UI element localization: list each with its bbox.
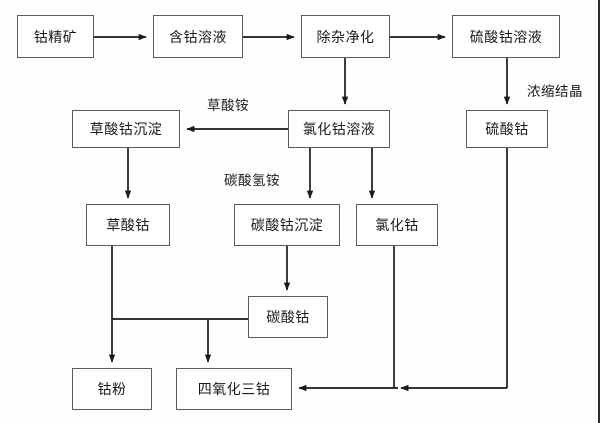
node-label: 氯化钴 — [375, 217, 419, 233]
node-label: 含钴溶液 — [169, 28, 227, 45]
node-label: 钴精矿 — [33, 28, 78, 45]
edge-label-concentration-crystallization: 浓缩结晶 — [527, 84, 583, 99]
node-label: 碳酸钴 — [266, 309, 310, 325]
node-cobalt-sulfate-solution[interactable]: 硫酸钴溶液 — [452, 15, 560, 58]
node-label: 草酸钴 — [106, 217, 150, 233]
node-cobalt-oxalate[interactable]: 草酸钴 — [86, 204, 170, 246]
node-cobalt-chloride-solution[interactable]: 氯化钴溶液 — [288, 110, 390, 148]
node-cobalt-sulfate[interactable]: 硫酸钴 — [466, 110, 548, 148]
edge-label-ammonium-bicarbonate: 碳酸氢铵 — [224, 173, 280, 188]
node-impurity-removal-purification[interactable]: 除杂净化 — [301, 15, 390, 58]
node-tricobalt-tetroxide[interactable]: 四氧化三钴 — [176, 368, 292, 410]
node-cobalt-bearing-solution[interactable]: 含钴溶液 — [153, 15, 243, 58]
node-cobalt-carbonate-precipitate[interactable]: 碳酸钴沉淀 — [234, 204, 340, 246]
page-edge-border — [598, 0, 600, 423]
node-label: 硫酸钴溶液 — [469, 28, 543, 45]
node-cobalt-chloride[interactable]: 氯化钴 — [356, 204, 438, 246]
node-label: 氯化钴溶液 — [302, 121, 376, 137]
node-cobalt-concentrate[interactable]: 钴精矿 — [17, 15, 94, 58]
node-label: 四氧化三钴 — [197, 381, 271, 397]
node-cobalt-oxalate-precipitate[interactable]: 草酸钴沉淀 — [72, 110, 180, 148]
node-cobalt-powder[interactable]: 钴粉 — [72, 368, 152, 410]
node-cobalt-carbonate[interactable]: 碳酸钴 — [248, 296, 328, 338]
node-label: 钴粉 — [97, 381, 127, 397]
node-label: 碳酸钴沉淀 — [250, 217, 324, 233]
node-label: 除杂净化 — [316, 28, 375, 45]
edge-label-ammonium-oxalate: 草酸铵 — [207, 98, 249, 113]
node-label: 硫酸钴 — [485, 121, 529, 137]
node-label: 草酸钴沉淀 — [89, 121, 163, 137]
